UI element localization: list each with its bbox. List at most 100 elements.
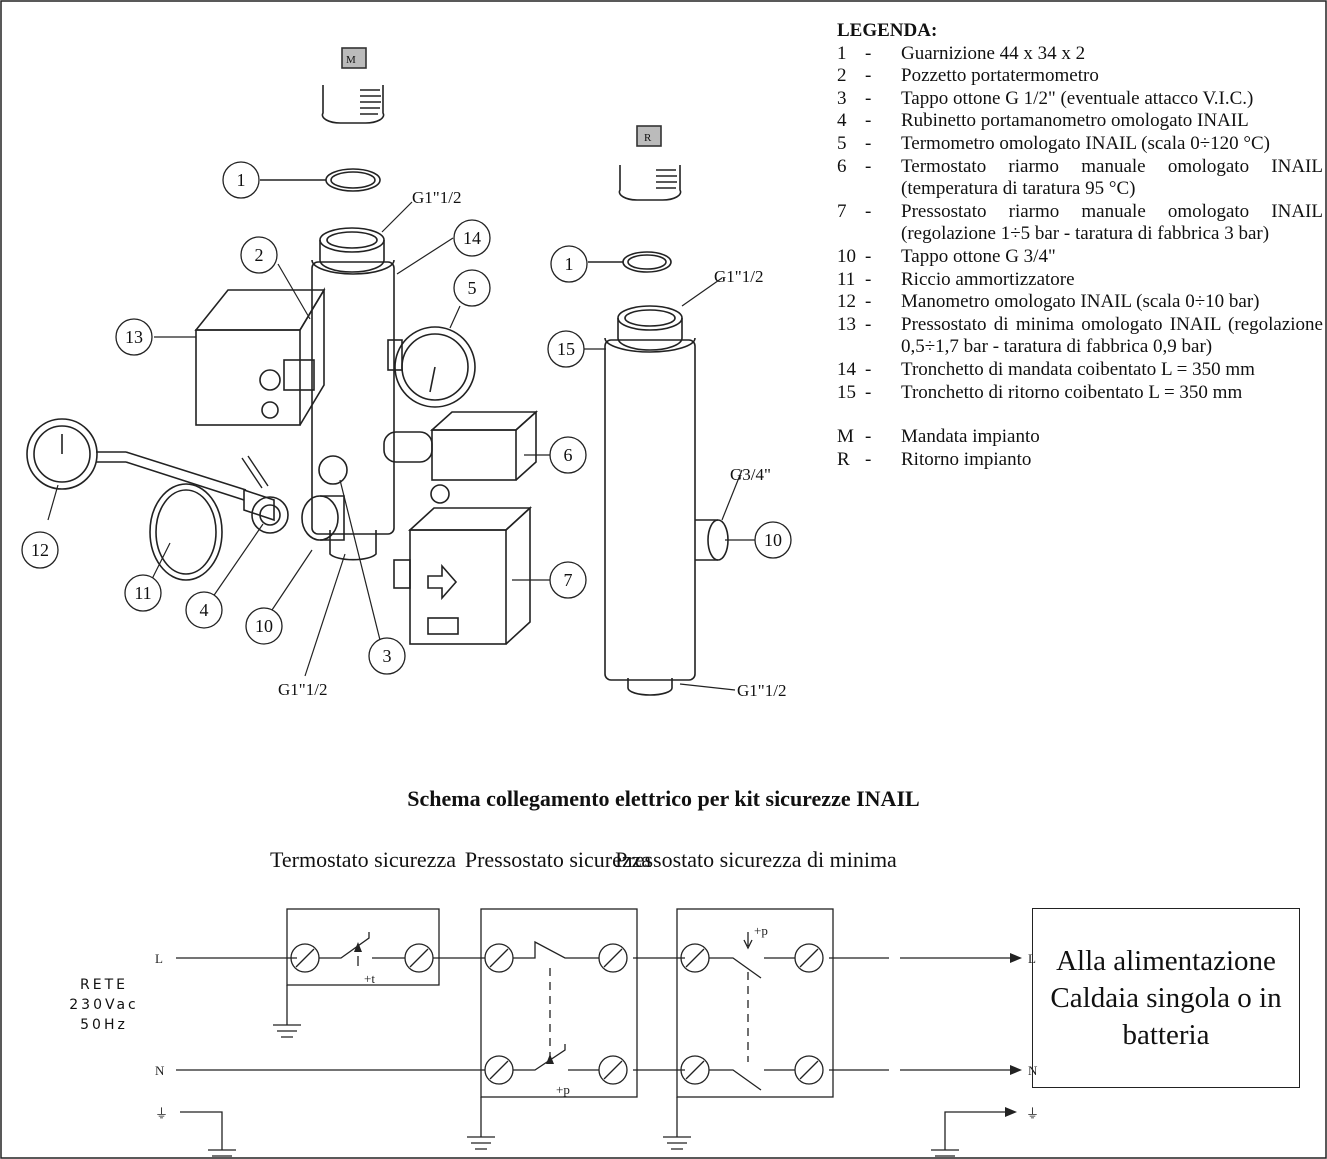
legend-num: 1 bbox=[837, 42, 847, 64]
legend-dash: - bbox=[865, 245, 872, 267]
earth-right bbox=[944, 1111, 1005, 1150]
legend-item-1: 2- Pozzetto portatermometro bbox=[837, 65, 1323, 88]
legend-num: 14 bbox=[837, 358, 856, 380]
callout-12: 12 bbox=[31, 540, 49, 560]
callout-13: 13 bbox=[125, 327, 143, 347]
label-n-in: N bbox=[155, 1063, 165, 1078]
legend-dash: - bbox=[865, 65, 872, 87]
callout-3: 3 bbox=[383, 646, 392, 666]
arrowheads bbox=[354, 942, 1022, 1117]
legend-dash: - bbox=[865, 132, 872, 154]
legend-item-7: 10-Tappo ottone G 3/4" bbox=[837, 246, 1323, 269]
legend-item-6: 7-Pressostato riarmo manuale omologato I… bbox=[837, 201, 1323, 246]
tag-m bbox=[341, 47, 367, 69]
legend-dash: - bbox=[865, 87, 872, 109]
legend-extra-1: R- Ritorno impianto bbox=[837, 449, 1323, 472]
legend-item-11: 14-Tronchetto di mandata coibentato L = … bbox=[837, 359, 1323, 382]
label-termostato: Termostato sicurezza bbox=[270, 847, 456, 872]
supply-text: Alla alimentazione Caldaia singola o in … bbox=[1050, 944, 1282, 1051]
legend-text: Rubinetto portamanometro omologato INAIL bbox=[901, 110, 1249, 132]
callout-6: 6 bbox=[564, 445, 573, 465]
legend-num: 15 bbox=[837, 381, 856, 403]
legend-item-2: 3- Tappo ottone G 1/2" (eventuale attacco… bbox=[837, 88, 1323, 111]
legend-item-12: 15-Tronchetto di ritorno coibentato L = … bbox=[837, 382, 1323, 405]
legend-text: Tappo ottone G 1/2" (eventuale attacco V… bbox=[901, 87, 1254, 109]
legend-item-9: 12-Manometro omologato INAIL (scala 0÷10… bbox=[837, 291, 1323, 314]
switch-pressostato-min-n bbox=[709, 1069, 795, 1091]
callout-2: 2 bbox=[255, 245, 264, 265]
legend-text: Pozzetto portatermometro bbox=[901, 65, 1099, 87]
switch-termostato bbox=[319, 932, 405, 959]
label-l-in: L bbox=[155, 951, 163, 966]
legend-item-4: 5- Termometro omologato INAIL (scala 0÷12… bbox=[837, 133, 1323, 156]
schema-title: Schema collegamento elettrico per kit si… bbox=[407, 786, 920, 811]
legend-dash: - bbox=[865, 313, 872, 335]
legend-dash: - bbox=[865, 155, 872, 177]
legend-dash: - bbox=[865, 268, 872, 290]
legend-num: 5 bbox=[837, 132, 847, 154]
tap-4 bbox=[251, 496, 289, 534]
callout-10-right: 10 bbox=[764, 530, 782, 550]
label-plus-p-1: +p bbox=[556, 1082, 570, 1097]
callout-11: 11 bbox=[134, 583, 151, 603]
legend-text: Riccio ammortizzatore bbox=[901, 268, 1075, 290]
pressostato-box bbox=[480, 908, 638, 1098]
legend-dash: - bbox=[865, 291, 872, 313]
coil-11 bbox=[149, 483, 223, 581]
legend-dash: - bbox=[865, 448, 872, 470]
label-n-out: N bbox=[1028, 1063, 1038, 1078]
callout-15: 15 bbox=[557, 339, 575, 359]
legend-num: 2 bbox=[837, 65, 847, 87]
legend-item-3: 4-Rubinetto portamanometro omologato INA… bbox=[837, 110, 1323, 133]
leader-lines bbox=[47, 201, 755, 691]
switch-pressostato-l bbox=[513, 940, 599, 959]
callout-1-right: 1 bbox=[565, 254, 574, 274]
callout-1: 1 bbox=[237, 170, 246, 190]
legend-text: Tronchetto di mandata coibentato L = 350… bbox=[901, 358, 1255, 380]
pipe-return bbox=[604, 339, 696, 681]
legend-num: R bbox=[837, 448, 850, 470]
legend-text: Pressostato di minima omologato INAIL (r… bbox=[901, 313, 1323, 358]
callout-10: 10 bbox=[255, 616, 273, 636]
legend-text: Guarnizione 44 x 34 x 2 bbox=[901, 42, 1086, 64]
label-pressostato-min: Pressostato sicurezza di minima bbox=[615, 847, 897, 872]
legend-dash: - bbox=[865, 200, 872, 222]
callout-5: 5 bbox=[468, 278, 477, 298]
pressostato-7 bbox=[407, 507, 533, 531]
callout-4: 4 bbox=[200, 600, 209, 620]
plug-3 bbox=[318, 455, 348, 485]
kit-drawing bbox=[26, 47, 729, 696]
wiring-schema bbox=[176, 908, 1010, 1157]
earth-left bbox=[180, 1111, 236, 1157]
legend-text: Tronchetto di ritorno coibentato L = 350… bbox=[901, 381, 1243, 403]
switch-pressostato-min-l bbox=[709, 957, 795, 979]
legend-num: M bbox=[837, 426, 854, 448]
legend-text: Termometro omologato INAIL (scala 0÷120 … bbox=[901, 132, 1270, 154]
legend-text: Manometro omologato INAIL (scala 0÷10 ba… bbox=[901, 291, 1260, 313]
legend-extra-0: M- Mandata impianto bbox=[837, 426, 1323, 449]
pressostato-min-box bbox=[676, 908, 834, 1098]
tag-r-label: R bbox=[644, 132, 652, 144]
label-pressostato: Pressostato sicurezza bbox=[464, 847, 652, 872]
supply-box: Alla alimentazione Caldaia singola o in … bbox=[1032, 908, 1300, 1088]
legend-dash: - bbox=[865, 42, 872, 64]
legend-text: Mandata impianto bbox=[901, 426, 1040, 448]
legend-num: 7 bbox=[837, 200, 847, 222]
legend-item-8: 11-Riccio ammortizzatore bbox=[837, 269, 1323, 292]
legend-text: Termostato riarmo manuale omologato INAI… bbox=[901, 155, 1323, 200]
legend-item-10: 13-Pressostato di minima omologato INAIL… bbox=[837, 314, 1323, 359]
label-plus-t: +t bbox=[364, 971, 375, 986]
legend-dash: - bbox=[865, 110, 872, 132]
label-earth-out: ⏚ bbox=[1026, 1106, 1039, 1121]
switch-pressostato-n bbox=[513, 1044, 599, 1071]
legend-num: 3 bbox=[837, 87, 847, 109]
thread-label-top-right: G1"1/2 bbox=[714, 267, 763, 286]
legend-text: Ritorno impianto bbox=[901, 448, 1032, 470]
callout-7: 7 bbox=[564, 570, 573, 590]
g34-label: G3/4" bbox=[730, 465, 771, 484]
legend-item-0: 1- Guarnizione 44 x 34 x 2 bbox=[837, 43, 1323, 66]
legend-dash: - bbox=[865, 426, 872, 448]
